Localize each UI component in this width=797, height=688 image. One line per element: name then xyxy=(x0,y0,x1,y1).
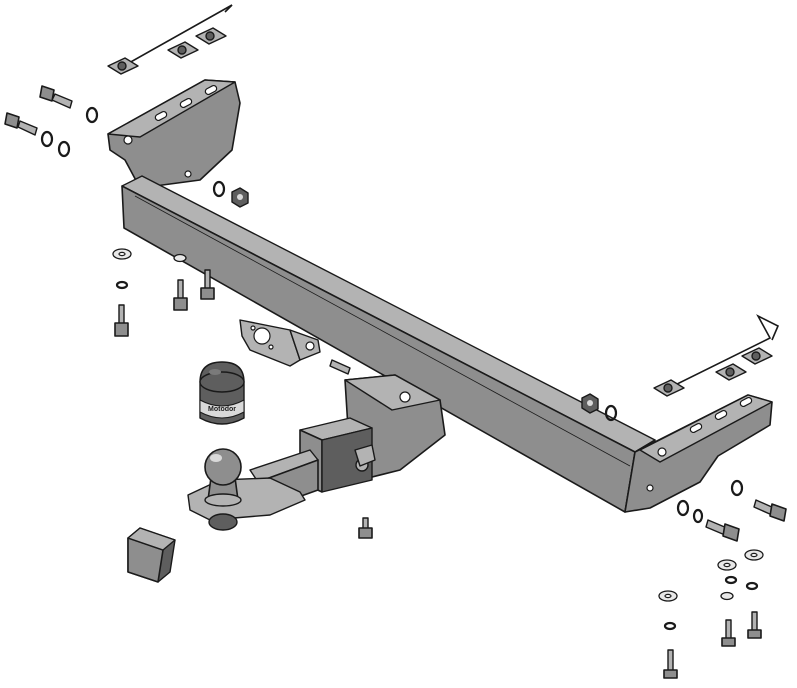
nut-plate xyxy=(715,363,747,381)
bolt xyxy=(753,499,787,522)
receiver-assembly xyxy=(299,374,446,493)
bolt xyxy=(200,269,215,300)
lock-washer xyxy=(57,140,71,158)
left-mounting-bracket xyxy=(107,79,241,189)
bolt xyxy=(114,304,129,337)
right-side-bolts xyxy=(676,479,787,542)
lock-washer xyxy=(85,106,99,124)
lock-washer xyxy=(212,180,226,198)
nut xyxy=(231,187,249,208)
lock-washer xyxy=(604,404,618,422)
right-mounting-bracket xyxy=(624,394,773,513)
right-lower-fasteners xyxy=(658,549,764,679)
bolt xyxy=(721,619,736,647)
tow-ball-flange xyxy=(187,477,306,531)
nut-plate xyxy=(195,27,227,45)
bolt xyxy=(39,85,73,109)
bolt xyxy=(4,112,38,136)
ball-cover: Motodor xyxy=(199,361,245,425)
bolt xyxy=(329,359,351,375)
bolt xyxy=(705,519,740,542)
socket-bracket xyxy=(239,319,321,367)
tow-ball xyxy=(204,448,242,507)
nut-plate xyxy=(741,347,773,365)
bolt xyxy=(173,279,188,311)
left-side-bolts xyxy=(4,85,99,158)
bolt xyxy=(747,611,762,639)
nut-plate xyxy=(107,57,139,75)
bolt xyxy=(358,517,373,539)
right-wire-clip xyxy=(653,314,780,397)
nut xyxy=(581,393,599,414)
bolt xyxy=(663,649,678,679)
nut-plate xyxy=(167,41,199,59)
left-wire-clip xyxy=(107,4,233,75)
nut-plate xyxy=(653,379,685,397)
ball-cover-brand: Motodor xyxy=(208,406,236,413)
lock-washer xyxy=(40,130,54,148)
left-lower-fasteners xyxy=(112,248,215,337)
hitch-cap xyxy=(127,527,176,583)
